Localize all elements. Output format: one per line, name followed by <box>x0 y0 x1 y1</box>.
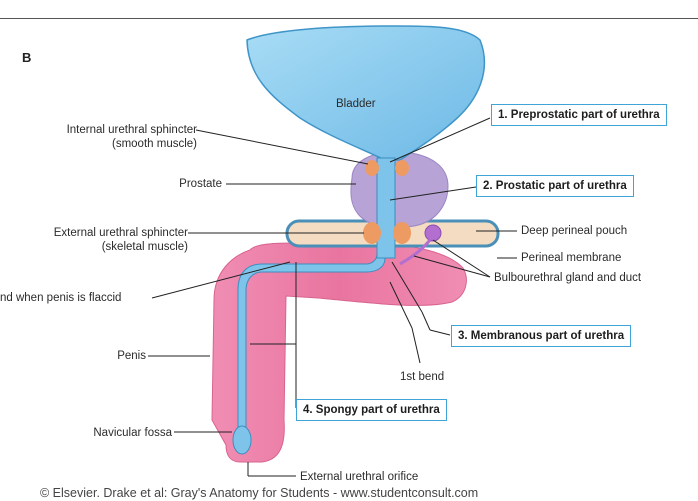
external-sphincter-left <box>363 222 381 244</box>
bulbourethral-gland <box>424 224 442 242</box>
label-external-sphincter-line2: (skeletal muscle) <box>101 241 188 253</box>
label-internal-sphincter: Internal urethral sphincter (smooth musc… <box>67 123 197 151</box>
box-prostatic: 2. Prostatic part of urethra <box>476 175 634 197</box>
label-deep-perineal-pouch: Deep perineal pouch <box>521 225 628 237</box>
panel-label: B <box>22 50 32 65</box>
label-navicular-fossa: Navicular fossa <box>93 427 172 439</box>
navicular-fossa-shape <box>232 425 252 455</box>
box-preprostatic: 1. Preprostatic part of urethra <box>491 104 667 126</box>
label-first-bend: 1st bend <box>400 371 445 383</box>
label-bend-flaccid: nd when penis is flaccid <box>0 292 122 304</box>
internal-sphincter-right <box>395 160 409 176</box>
label-internal-sphincter-line1: Internal urethral sphincter <box>66 124 197 136</box>
internal-sphincter-left <box>365 160 379 176</box>
label-bulbourethral: Bulbourethral gland and duct <box>494 272 642 284</box>
copyright-credit: © Elsevier. Drake et al: Gray's Anatomy … <box>40 486 479 500</box>
label-external-sphincter: External urethral sphincter (skeletal mu… <box>54 226 188 254</box>
bladder-shape <box>246 25 485 161</box>
label-external-orifice: External urethral orifice <box>300 471 419 483</box>
bulbourethral-duct <box>399 239 432 266</box>
label-perineal-membrane: Perineal membrane <box>521 252 622 264</box>
box-spongy: 4. Spongy part of urethra <box>296 399 447 421</box>
label-bladder: Bladder <box>336 98 376 110</box>
box-membranous: 3. Membranous part of urethra <box>451 325 632 347</box>
label-internal-sphincter-line2: (smooth muscle) <box>112 138 197 150</box>
top-rule <box>0 18 698 19</box>
label-external-sphincter-line1: External urethral sphincter <box>53 227 188 239</box>
label-prostate: Prostate <box>179 178 222 190</box>
label-penis: Penis <box>117 350 146 362</box>
leader-lines <box>148 117 517 477</box>
external-sphincter-right <box>393 222 411 244</box>
